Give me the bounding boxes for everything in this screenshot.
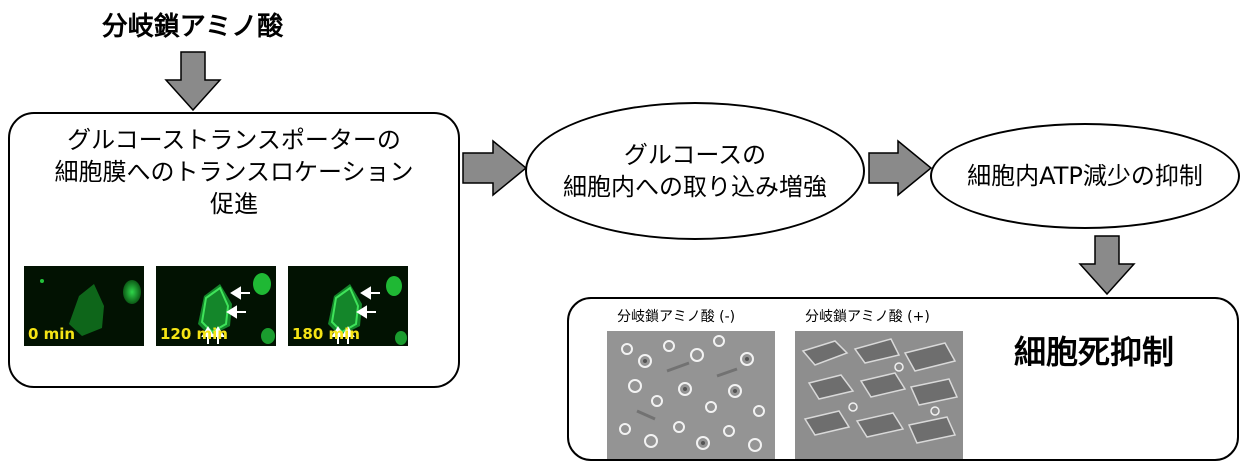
- flow-arrows: [164, 51, 1136, 296]
- arrow-down-2: [1078, 235, 1136, 296]
- phase-contrast-photo-minus: [607, 331, 775, 459]
- atp-ellipse: 細胞内ATP減少の抑制: [930, 123, 1240, 229]
- glucose-uptake-ellipse: グルコースの 細胞内への取り込み増強: [525, 102, 865, 240]
- photo-minus-label: 分岐鎖アミノ酸 (-): [617, 309, 736, 325]
- box1-line-2: 細胞膜へのトランスロケーション: [54, 158, 414, 186]
- healthy-cells-image: [795, 331, 963, 459]
- arrow-right-2: [868, 139, 933, 197]
- translocation-text: グルコーストランスポーターの 細胞膜へのトランスロケーション 促進: [10, 124, 458, 220]
- outcome-label: 細胞死抑制: [1014, 333, 1175, 371]
- photo-plus-label: 分岐鎖アミノ酸 (+): [805, 309, 930, 325]
- phase-contrast-photo-plus: [795, 331, 963, 459]
- arrow-down-1: [164, 51, 222, 112]
- translocation-box: グルコーストランスポーターの 細胞膜へのトランスロケーション 促進 0 min: [8, 112, 460, 388]
- fluorescence-image: [328, 276, 407, 345]
- arrow-markers: [331, 286, 380, 344]
- ellipse2-label: 細胞内ATP減少の抑制: [967, 162, 1203, 190]
- time-label: 180 min: [292, 325, 360, 343]
- ellipse1-line-2: 細胞内への取り込み増強: [563, 173, 827, 201]
- title: 分岐鎖アミノ酸: [101, 12, 284, 42]
- time-label: 0 min: [28, 325, 76, 343]
- arrow-markers: [201, 286, 250, 344]
- fluorescence-image: [40, 279, 141, 336]
- arrow-right-1: [462, 139, 528, 197]
- time-label: 120 min: [160, 325, 228, 343]
- box1-line-1: グルコーストランスポーターの: [67, 126, 401, 154]
- timelapse-frame: 120 min: [156, 266, 276, 346]
- timelapse-frame: 0 min: [24, 266, 144, 346]
- dead-cells-image: [607, 331, 775, 459]
- ellipse1-line-1: グルコースの: [623, 141, 767, 169]
- fluorescence-image: [198, 273, 275, 344]
- result-box: 分岐鎖アミノ酸 (-) 分岐鎖アミノ酸 (+): [567, 297, 1239, 461]
- box1-line-3: 促進: [210, 190, 258, 218]
- timelapse-frame: 180 min: [288, 266, 408, 346]
